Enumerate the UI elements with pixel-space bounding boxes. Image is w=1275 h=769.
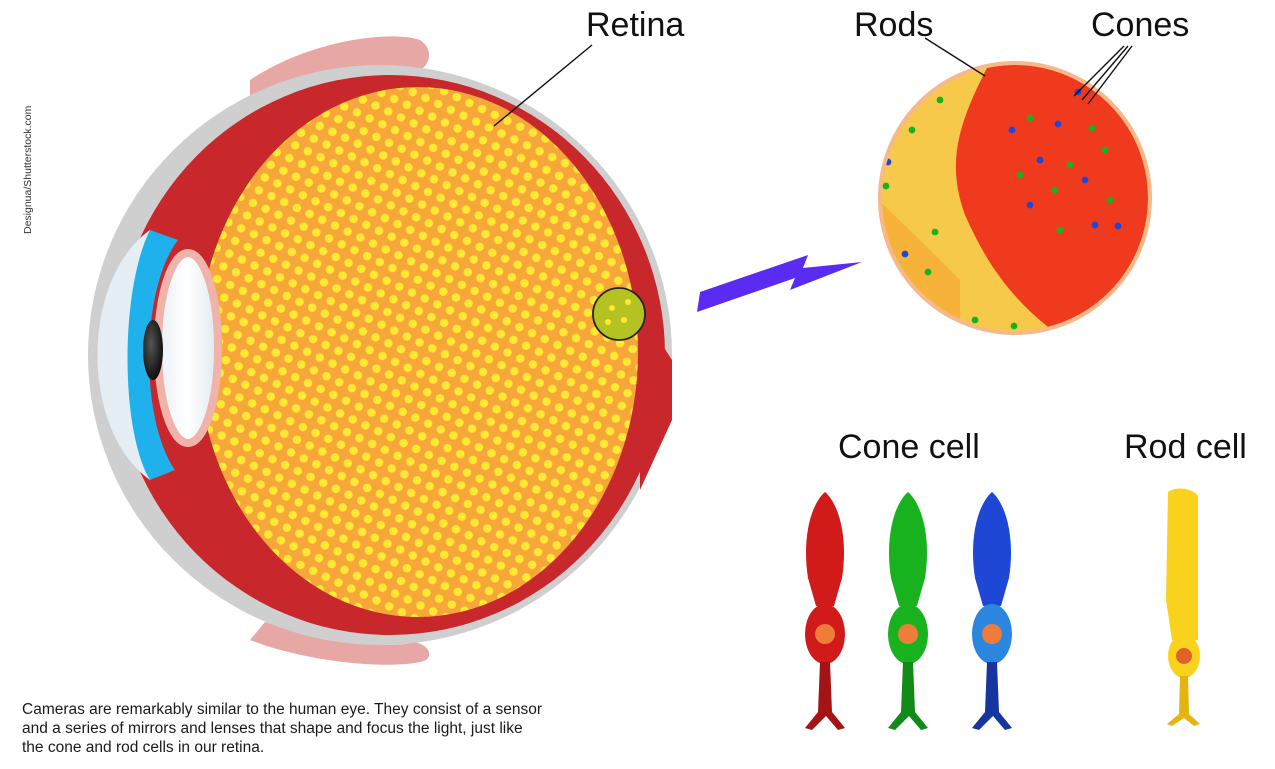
cone-dot <box>1115 223 1122 230</box>
cone-dot <box>1082 177 1089 184</box>
cone-dot <box>1102 147 1109 154</box>
retina-surface <box>198 87 638 617</box>
cone-dot <box>937 97 944 104</box>
cone-dot <box>972 317 979 324</box>
cone-dot <box>932 229 939 236</box>
cone-cell-red <box>805 492 845 730</box>
rod-cell <box>1166 489 1200 726</box>
cone-dot <box>1057 227 1064 234</box>
pupil <box>143 320 163 380</box>
cone-dot <box>1055 121 1062 128</box>
cone-dot <box>1027 115 1034 122</box>
cone-cell-label: Cone cell <box>838 428 980 467</box>
rods-leader-line <box>925 38 985 76</box>
retina-leader-line <box>494 45 592 126</box>
cone-dot <box>883 183 890 190</box>
cone-dot <box>1037 157 1044 164</box>
caption-text: Cameras are remarkably similar to the hu… <box>22 700 702 757</box>
cone-dot <box>1017 172 1024 179</box>
cone-dot <box>1052 187 1059 194</box>
retina-label: Retina <box>586 6 684 45</box>
cone-dot <box>1089 125 1096 132</box>
cones-leader-line-2 <box>1082 46 1128 100</box>
zoom-arrow <box>697 255 862 312</box>
cone-dot <box>1009 127 1016 134</box>
cone-dot <box>1011 323 1018 330</box>
fovea-spot <box>593 288 645 340</box>
cone-dot <box>925 269 932 276</box>
rod-cell-label: Rod cell <box>1124 428 1247 467</box>
cones-label: Cones <box>1091 6 1189 45</box>
image-credit: Designua/Shutterstock.com <box>22 44 38 234</box>
cone-dot <box>1107 197 1114 204</box>
cone-dot <box>1027 202 1034 209</box>
cone-dot <box>902 251 909 258</box>
cone-cell-blue <box>972 492 1012 730</box>
rods-label: Rods <box>854 6 933 45</box>
cone-cell-green <box>888 492 928 730</box>
cone-dot <box>909 127 916 134</box>
lens <box>158 253 218 443</box>
cone-dot <box>1067 162 1074 169</box>
cone-dot <box>1092 222 1099 229</box>
